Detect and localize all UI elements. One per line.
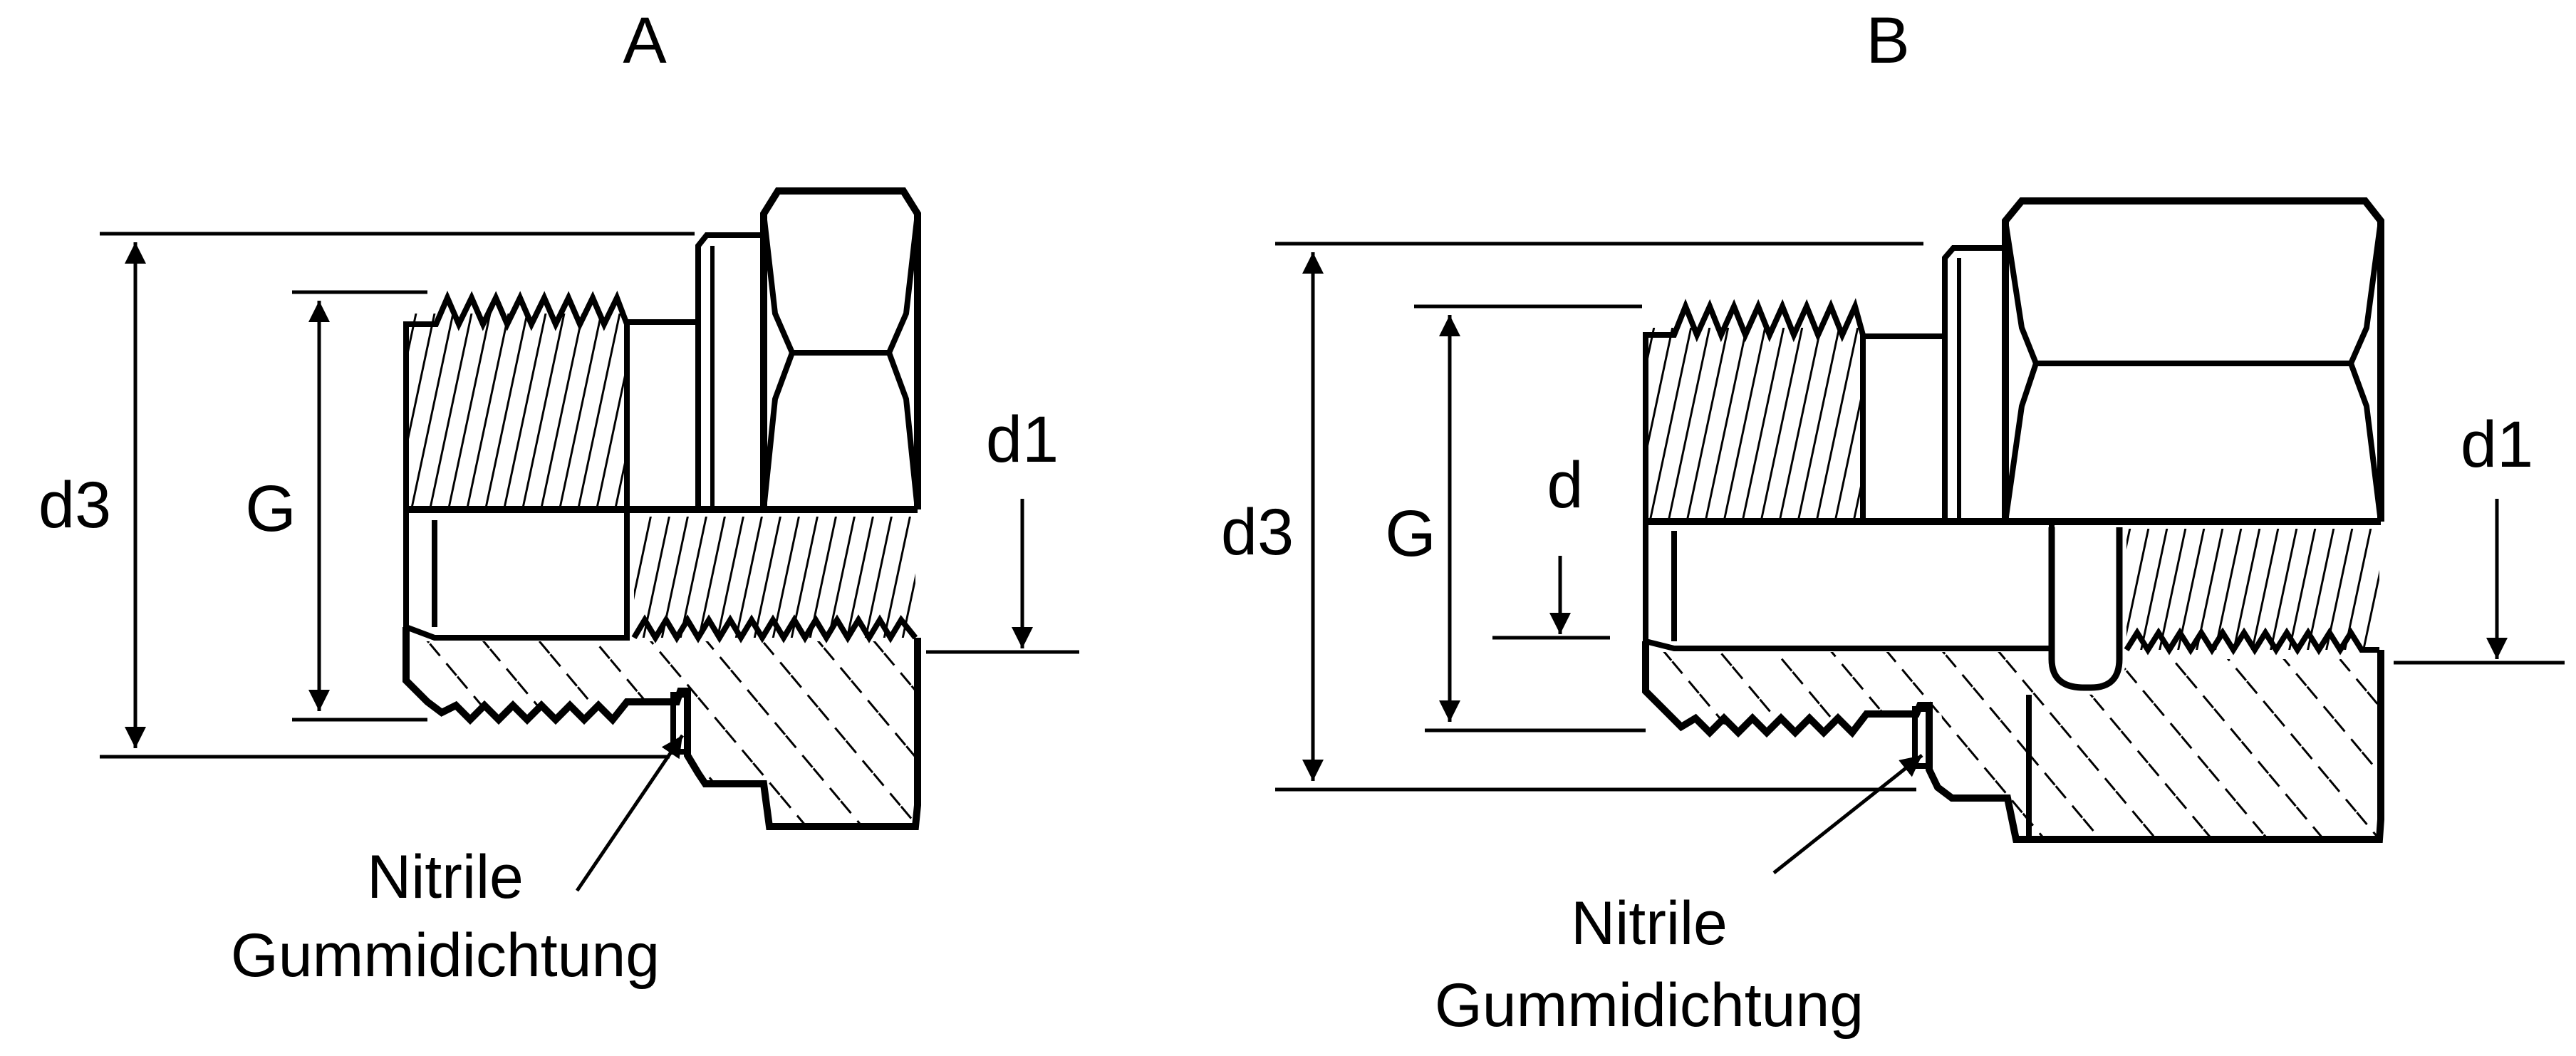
- figure-a-dimension-d3: d3: [38, 232, 695, 759]
- figure-a-label-d1: d1: [986, 403, 1059, 476]
- figure-a-label-g: G: [245, 472, 296, 545]
- figure-b-neck: [1860, 333, 1948, 524]
- figure-a-label-d3: d3: [38, 469, 111, 542]
- figure-a-section-body: [402, 627, 921, 830]
- figure-b-section-body: [1642, 641, 2384, 843]
- figure-b-dimension-d: d: [1492, 449, 1610, 640]
- figure-b-seal-leader: [1772, 754, 1923, 874]
- figure-b-dimension-g: G: [1385, 304, 1646, 733]
- figure-a-neck: [624, 319, 701, 512]
- figure-a-seal-icon: [670, 692, 690, 755]
- figure-a-seal-label-line1: Nitrile: [367, 843, 524, 911]
- figure-b-dimension-d3: d3: [1221, 242, 1923, 792]
- figure-b-label-g: G: [1385, 497, 1436, 570]
- figure-a-dimension-d1: d1: [926, 403, 1079, 654]
- figure-a-collar: [695, 232, 767, 509]
- figure-b-seal-label-line2: Gummidichtung: [1435, 971, 1864, 1040]
- figure-b-seal-icon: [1912, 706, 1932, 769]
- figure-b-hex-body: [2002, 197, 2384, 522]
- figure-a-seal-label-line2: Gummidichtung: [231, 921, 660, 990]
- figure-b-label-d: d: [1547, 449, 1583, 522]
- figure-b-seal-label-line1: Nitrile: [1571, 889, 1728, 958]
- figure-b-internal-thread: [2124, 529, 2379, 656]
- figure-b-pocket: [2048, 527, 2123, 691]
- figure-a-internal-thread: [631, 517, 918, 643]
- figure-b-external-thread: [1643, 298, 1866, 522]
- figure-a-title: A: [623, 4, 667, 77]
- figure-a: A: [38, 4, 1079, 990]
- figure-b-label-d1: d1: [2461, 408, 2533, 481]
- figure-b-title: B: [1866, 4, 1909, 77]
- figure-b-label-d3: d3: [1221, 496, 1294, 569]
- figure-b-bore: [1643, 522, 2055, 651]
- figure-b: B: [1221, 4, 2565, 1040]
- figure-a-external-thread: [403, 290, 630, 509]
- figure-b-collar: [1942, 245, 2008, 522]
- figure-a-seal-leader: [575, 734, 685, 892]
- figure-a-bore: [403, 509, 630, 641]
- figure-b-dimension-d1: d1: [2394, 408, 2565, 665]
- figure-a-hex-body: [760, 187, 921, 509]
- figure-a-dimension-g: G: [245, 290, 427, 722]
